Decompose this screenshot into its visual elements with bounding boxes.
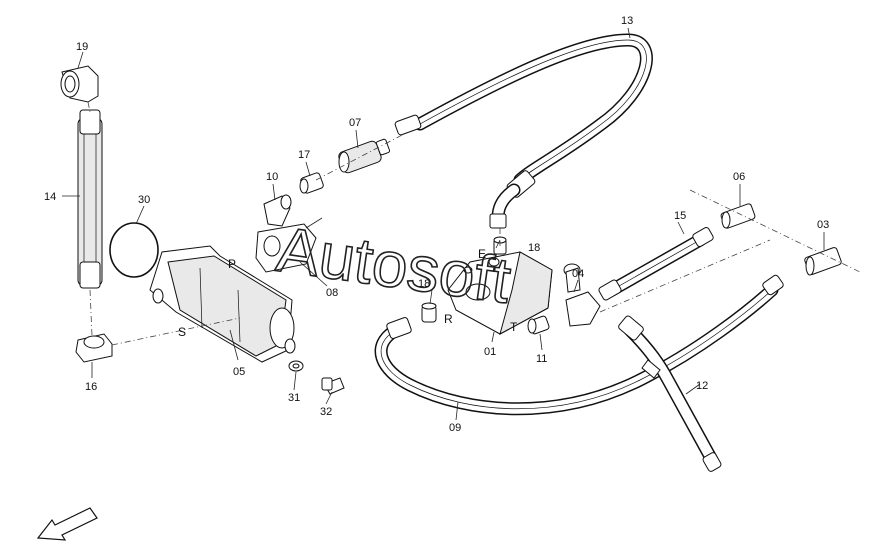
callout-01: 01	[484, 346, 496, 358]
assembly-center-lines	[87, 101, 861, 346]
bolt-32	[321, 377, 345, 395]
nipple-17	[299, 172, 324, 194]
fitting-11	[527, 315, 550, 335]
callouts: 19 14 16 30 05 31 32 08 10 17 07 13 18 1…	[44, 15, 829, 434]
callout-09: 09	[449, 422, 461, 434]
adapter-06	[720, 203, 756, 229]
callout-18-upper: 18	[528, 242, 540, 254]
hose-12	[618, 315, 722, 472]
port-label-e: E	[478, 247, 486, 261]
callout-10: 10	[266, 171, 278, 183]
callout-06: 06	[733, 171, 745, 183]
hose-14	[77, 109, 103, 289]
flange-08	[255, 217, 323, 273]
callout-32: 32	[320, 406, 332, 418]
callout-17: 17	[298, 149, 310, 161]
adapter-03	[804, 247, 842, 276]
callout-31: 31	[288, 392, 300, 404]
hose-15	[598, 227, 714, 301]
inline-filter-07	[338, 138, 391, 174]
callout-04: 04	[572, 268, 584, 280]
port-label-t: T	[510, 320, 518, 334]
callout-19: 19	[76, 41, 88, 53]
gear-pump-05	[149, 245, 296, 363]
valve-block-01	[447, 251, 553, 335]
port-labels: P S E R T	[178, 247, 518, 339]
callout-05: 05	[233, 366, 245, 378]
hose-09	[374, 274, 784, 416]
hose-13	[394, 33, 653, 229]
port-label-s: S	[178, 325, 186, 339]
direction-arrow-icon	[36, 507, 98, 541]
callout-15: 15	[674, 210, 686, 222]
callout-18-lower: 18	[418, 278, 430, 290]
callout-13: 13	[621, 15, 633, 27]
callout-leaders	[62, 27, 825, 421]
elbow-fitting-10	[263, 194, 292, 227]
clamp-16	[75, 333, 113, 363]
tee-fitting-04	[563, 263, 601, 327]
callout-03: 03	[817, 219, 829, 231]
callout-12: 12	[696, 380, 708, 392]
callout-08: 08	[326, 287, 338, 299]
watermark: Autosoft	[272, 213, 515, 317]
port-label-r: R	[444, 312, 453, 326]
elbow-fitting-19	[60, 65, 99, 103]
washer-31	[288, 360, 304, 372]
callout-16: 16	[85, 381, 97, 393]
o-ring-30	[109, 222, 159, 278]
callout-07: 07	[349, 117, 361, 129]
plug-18b	[421, 302, 437, 323]
callout-30: 30	[138, 194, 150, 206]
callout-14: 14	[44, 191, 56, 203]
port-label-p: P	[228, 257, 236, 271]
callout-11: 11	[536, 353, 547, 365]
